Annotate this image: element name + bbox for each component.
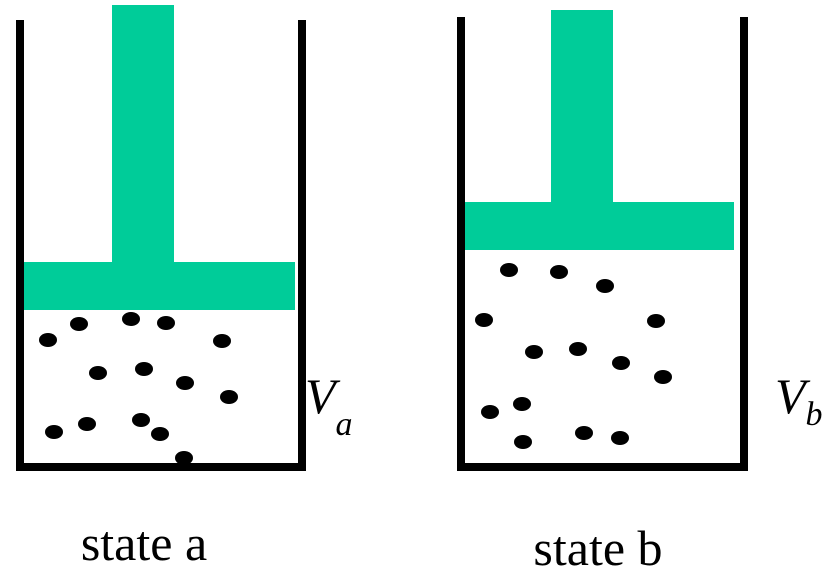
gas-particle	[569, 342, 587, 356]
volume-symbol-b: V	[775, 368, 811, 424]
gas-particle	[45, 425, 63, 439]
gas-particle	[220, 390, 238, 404]
gas-particle	[612, 356, 630, 370]
gas-particle	[513, 397, 531, 411]
volume-subscript-b: b	[806, 396, 823, 433]
gas-particle	[39, 333, 57, 347]
gas-particle	[514, 435, 532, 449]
gas-particle	[611, 431, 629, 445]
gas-particle	[135, 362, 153, 376]
gas-particle	[70, 317, 88, 331]
gas-particle	[132, 413, 150, 427]
gas-particle	[550, 265, 568, 279]
gas-particle	[175, 451, 193, 465]
piston-head-b	[461, 202, 734, 250]
gas-particle	[525, 345, 543, 359]
volume-subscript-a: a	[336, 406, 353, 443]
gas-particle	[176, 376, 194, 390]
gas-particle	[596, 279, 614, 293]
gas-particle	[654, 370, 672, 384]
gas-particle	[122, 312, 140, 326]
gas-particle	[647, 314, 665, 328]
piston-rod-a	[112, 5, 174, 262]
state-b-caption: state b	[533, 520, 662, 576]
cylinder-a: Va state a	[16, 5, 353, 571]
gas-particles-a	[39, 312, 238, 465]
gas-particle	[575, 426, 593, 440]
gas-particle	[500, 263, 518, 277]
cylinder-b: Vb state b	[457, 10, 823, 576]
gas-particle	[151, 427, 169, 441]
gas-particles-b	[475, 263, 672, 449]
gas-particle	[78, 417, 96, 431]
gas-particle	[475, 313, 493, 327]
volume-symbol-a: V	[305, 368, 341, 424]
gas-particle	[89, 366, 107, 380]
cylinder-wall-a	[16, 20, 306, 471]
state-a-caption: state a	[81, 515, 207, 571]
cylinder-wall-b	[457, 17, 748, 471]
piston-rod-b	[551, 10, 613, 203]
volume-label-b: Vb	[775, 368, 823, 433]
gas-particle	[157, 316, 175, 330]
piston-head-a	[21, 262, 295, 310]
gas-particle	[213, 334, 231, 348]
gas-particle	[481, 405, 499, 419]
volume-label-a: Va	[305, 368, 353, 443]
